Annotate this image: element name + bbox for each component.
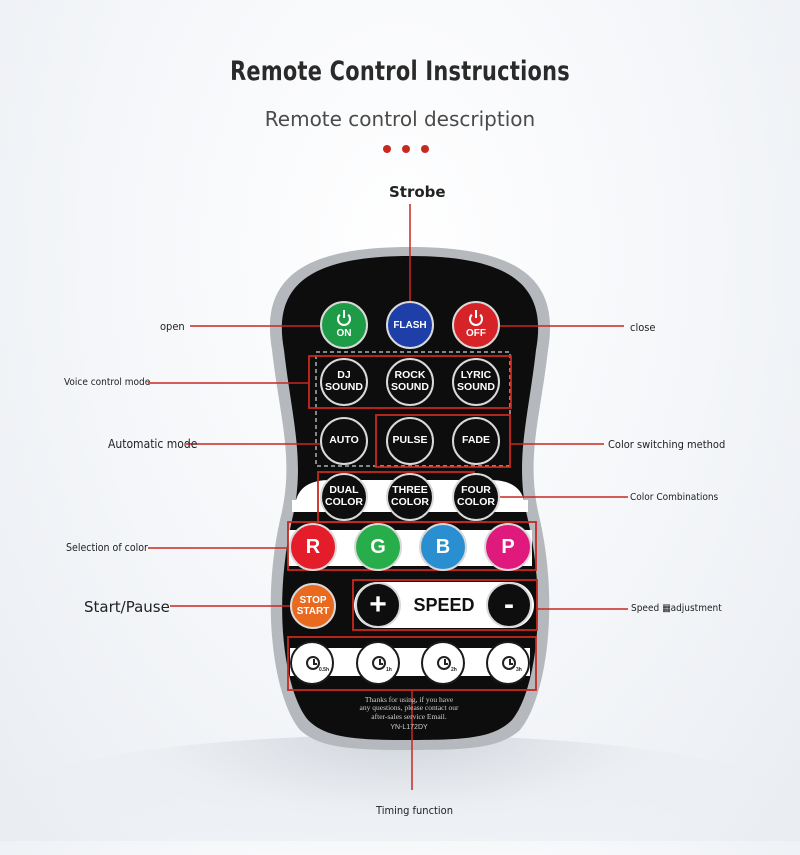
voice-box (308, 355, 512, 409)
on-button[interactable]: ON (320, 301, 368, 349)
clock-icon (502, 656, 516, 670)
three-color-button[interactable]: THREE COLOR (386, 473, 434, 521)
speed-adjustment-label: Speed ▦adjustment (631, 603, 722, 614)
rock-label-1: ROCK (394, 369, 426, 382)
three-label-1: THREE (392, 484, 428, 497)
dual-color-button[interactable]: DUAL COLOR (320, 473, 368, 521)
red-button[interactable]: R (289, 523, 337, 571)
timer-label: 3h (516, 667, 522, 673)
lyric-label-2: SOUND (457, 381, 495, 393)
four-label-2: COLOR (457, 496, 495, 508)
flash-button[interactable]: FLASH (386, 301, 434, 349)
lyric-label-1: LYRIC (460, 369, 492, 382)
speed-plus-button[interactable]: + (355, 582, 401, 628)
clock-icon (372, 656, 386, 670)
blue-label: B (435, 536, 451, 558)
off-button[interactable]: OFF (452, 301, 500, 349)
fade-label: FADE (461, 434, 490, 447)
rock-label-2: SOUND (391, 381, 429, 393)
color-switch-box (375, 414, 511, 468)
speed-label: SPEED (413, 594, 475, 615)
green-label: G (370, 536, 386, 558)
four-color-button[interactable]: FOUR COLOR (452, 473, 500, 521)
pulse-label: PULSE (392, 434, 428, 447)
colors-box (287, 521, 537, 571)
page-subtitle: Remote control description (264, 107, 536, 131)
start-label: START (296, 606, 330, 617)
timer-0-5h-button[interactable]: 0.5h (290, 641, 334, 685)
stop-label: STOP (299, 595, 327, 606)
timer-label: 0.5h (319, 667, 330, 673)
floor-shadow (20, 735, 780, 855)
auto-label: AUTO (329, 434, 359, 447)
close-label: close (630, 321, 656, 334)
purple-button[interactable]: P (484, 523, 532, 571)
dj-sound-button[interactable]: DJ SOUND (320, 358, 368, 406)
off-label: OFF (466, 327, 486, 339)
automatic-mode-label: Automatic mode (108, 437, 198, 451)
rock-sound-button[interactable]: ROCK SOUND (386, 358, 434, 406)
dj-label-1: DJ (337, 369, 351, 382)
page-title: Remote Control Instructions (230, 56, 570, 87)
auto-button[interactable]: AUTO (320, 417, 368, 465)
power-icon (337, 309, 351, 326)
green-button[interactable]: G (354, 523, 402, 571)
thanks-note: Thanks for using, if you have any questi… (342, 695, 476, 721)
red-label: R (305, 536, 321, 558)
open-label: open (160, 320, 185, 333)
purple-label: P (501, 536, 515, 558)
lyric-sound-button[interactable]: LYRIC SOUND (452, 358, 500, 406)
fade-button[interactable]: FADE (452, 417, 500, 465)
thanks-line-1: Thanks for using, if you have (364, 695, 454, 704)
timer-3h-button[interactable]: 3h (486, 641, 530, 685)
color-combinations-label: Color Combinations (630, 492, 719, 503)
model-number: YN-L172DY (390, 724, 428, 731)
color-switching-label: Color switching method (608, 438, 726, 451)
dual-label-1: DUAL (329, 484, 359, 497)
timer-2h-button[interactable]: 2h (421, 641, 465, 685)
dj-label-2: SOUND (325, 381, 363, 393)
dual-label-2: COLOR (325, 496, 363, 508)
voice-mode-label: Voice control mode (64, 377, 151, 388)
timer-label: 1h (386, 667, 392, 673)
pulse-button[interactable]: PULSE (386, 417, 434, 465)
clock-icon (437, 656, 451, 670)
speed-box (352, 579, 538, 631)
selection-of-color-label: Selection of color (66, 542, 148, 554)
three-label-2: COLOR (391, 496, 429, 508)
four-label-1: FOUR (461, 484, 491, 497)
strobe-label: Strobe (389, 183, 446, 201)
stop-start-button[interactable]: STOP START (290, 583, 336, 629)
minus-icon: - (504, 588, 514, 621)
blue-button[interactable]: B (419, 523, 467, 571)
on-label: ON (336, 327, 352, 339)
thanks-line-3: after-sales service Email. (371, 711, 447, 721)
flash-label: FLASH (393, 319, 427, 331)
thanks-line-2: any questions, please contact our (359, 703, 459, 713)
plus-icon: + (369, 588, 387, 621)
timer-1h-button[interactable]: 1h (356, 641, 400, 685)
timer-label: 2h (451, 667, 457, 673)
decorative-dots (383, 145, 429, 153)
clock-icon (306, 656, 320, 670)
power-icon (469, 309, 483, 326)
start-pause-label: Start/Pause (84, 598, 170, 616)
timing-function-label: Timing function (376, 804, 453, 817)
speed-minus-button[interactable]: - (486, 582, 532, 628)
